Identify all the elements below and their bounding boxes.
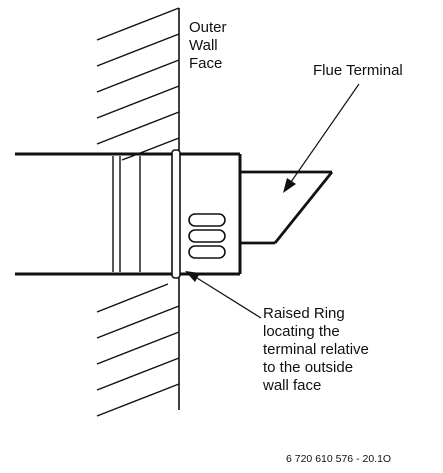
outer-wall-face-label-line-1: Outer [189,19,227,36]
flue-terminal-leader [283,83,360,193]
outer-wall-lower-hatching [96,283,180,417]
flue-terminal-nozzle [240,170,334,245]
raised-ring-label-line-5: wall face [263,377,322,394]
raised-ring-leader [185,271,262,319]
outer-wall-face-label-line-3: Face [189,55,223,72]
outer-wall-upper-hatching [96,7,180,161]
raised-ring [171,149,181,279]
air-intake-slots [188,213,226,259]
outer-wall-face-label: Outer Wall Face [189,19,227,73]
raised-ring-label-line-1: Raised Ring [263,305,345,322]
raised-ring-label-line-3: terminal relative [263,341,369,358]
pipe-bands [112,156,141,272]
flue-terminal-label: Flue Terminal [313,62,403,80]
figure-reference-code: 6 720 610 576 - 20.1O [286,453,392,465]
raised-ring-label-line-2: locating the [263,323,340,340]
flue-pipe [15,152,242,276]
outer-wall-face-label-line-2: Wall [189,37,218,54]
flue-terminal-label-text: Flue Terminal [313,62,403,79]
raised-ring-label: Raised Ring locating the terminal relati… [263,305,369,395]
raised-ring-label-line-4: to the outside [263,359,354,376]
